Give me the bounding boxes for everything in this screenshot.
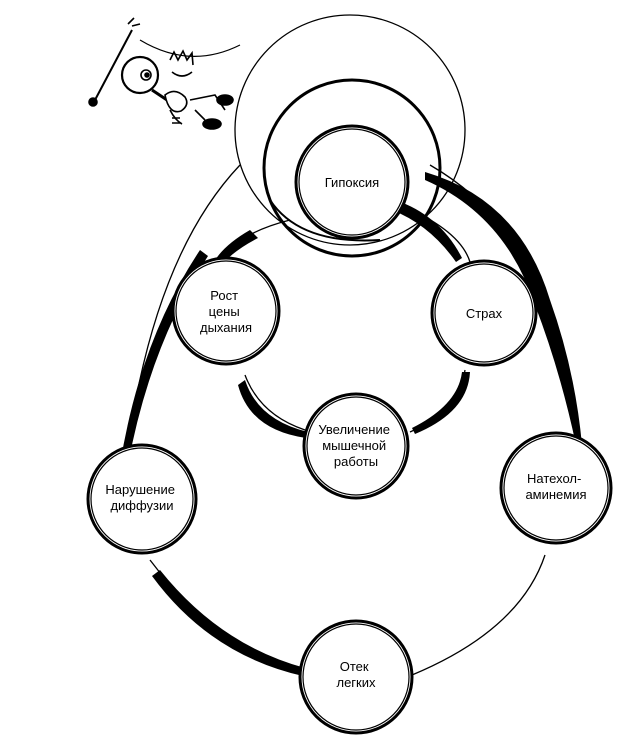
wedge-hypoxia-diffusion: [120, 250, 208, 465]
orbit-arc: [269, 199, 381, 242]
node-hypoxia: Гипоксия: [294, 124, 410, 240]
node-diffusion: Нарушение диффузии: [86, 443, 198, 555]
node-breathing-cost: Рост цены дыхания: [171, 256, 281, 366]
wedge-hypoxia-catecholamines: [425, 172, 582, 445]
node-fear-label: Страх: [466, 306, 503, 321]
node-hypoxia-label: Гипоксия: [325, 175, 379, 190]
node-lung-edema-label: Отек легких: [336, 659, 376, 690]
link-catecholamines-edema: [411, 554, 546, 676]
wedge-fear-muscle: [412, 372, 470, 434]
node-catecholamines-label: Натехол- аминемия: [525, 471, 586, 502]
outer-orbit: [234, 14, 466, 246]
link-breathing-muscle: [244, 374, 306, 431]
node-diffusion-label: Нарушение диффузии: [105, 482, 178, 513]
inner-orbit: [262, 78, 442, 258]
node-lung-edema: Отек легких: [298, 619, 414, 735]
wedge-hypoxia-fear: [392, 200, 462, 262]
cartoon-figure-icon: [88, 17, 241, 130]
link-diffusion-edema: [149, 559, 306, 673]
node-muscle-work-label: Увеличение мышечной работы: [318, 422, 393, 469]
node-catecholamines: Натехол- аминемия: [499, 431, 613, 545]
node-breathing-cost-label: Рост цены дыхания: [200, 288, 252, 335]
node-muscle-work: Увеличение мышечной работы: [302, 392, 410, 500]
wedge-breathing-muscle: [238, 380, 308, 438]
wedge-diffusion-edema: [152, 570, 305, 676]
node-fear: Страх: [430, 259, 538, 367]
